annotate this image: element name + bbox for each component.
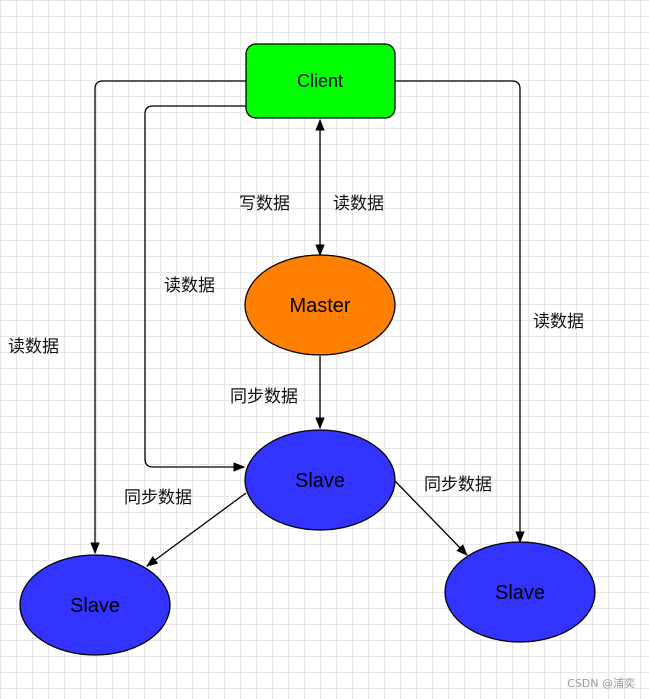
read-master-label: 读数据 [333, 194, 384, 214]
sync-to-right-label: 同步数据 [424, 475, 492, 495]
sync-master-slave-label: 同步数据 [230, 387, 298, 407]
slave-left-sync-edge [146, 492, 247, 567]
read-center-slave-label: 读数据 [164, 276, 215, 296]
read-right-slave-label: 读数据 [533, 312, 584, 332]
write-data-label: 写数据 [239, 194, 290, 214]
slave-left-node [19, 554, 171, 656]
slave-right-sync-edge [394, 480, 468, 556]
slave-center-node [244, 429, 396, 531]
slave-left-label: Slave [70, 595, 120, 617]
master-label: Master [289, 295, 350, 317]
read-left-slave-label: 读数据 [8, 337, 59, 357]
client-left-slave-read-edge [90, 80, 246, 555]
slave-center-label: Slave [295, 470, 345, 492]
slave-right-label: Slave [495, 582, 545, 604]
client-label: Client [297, 71, 343, 91]
slave-right-node [444, 541, 596, 643]
client-right-slave-read-edge [395, 80, 525, 544]
watermark: CSDN @浦奕 [567, 677, 635, 690]
sync-to-left-label: 同步数据 [124, 488, 192, 508]
master-node [244, 254, 396, 356]
client-node [245, 43, 396, 119]
client-center-slave-read-edge [144, 105, 246, 472]
